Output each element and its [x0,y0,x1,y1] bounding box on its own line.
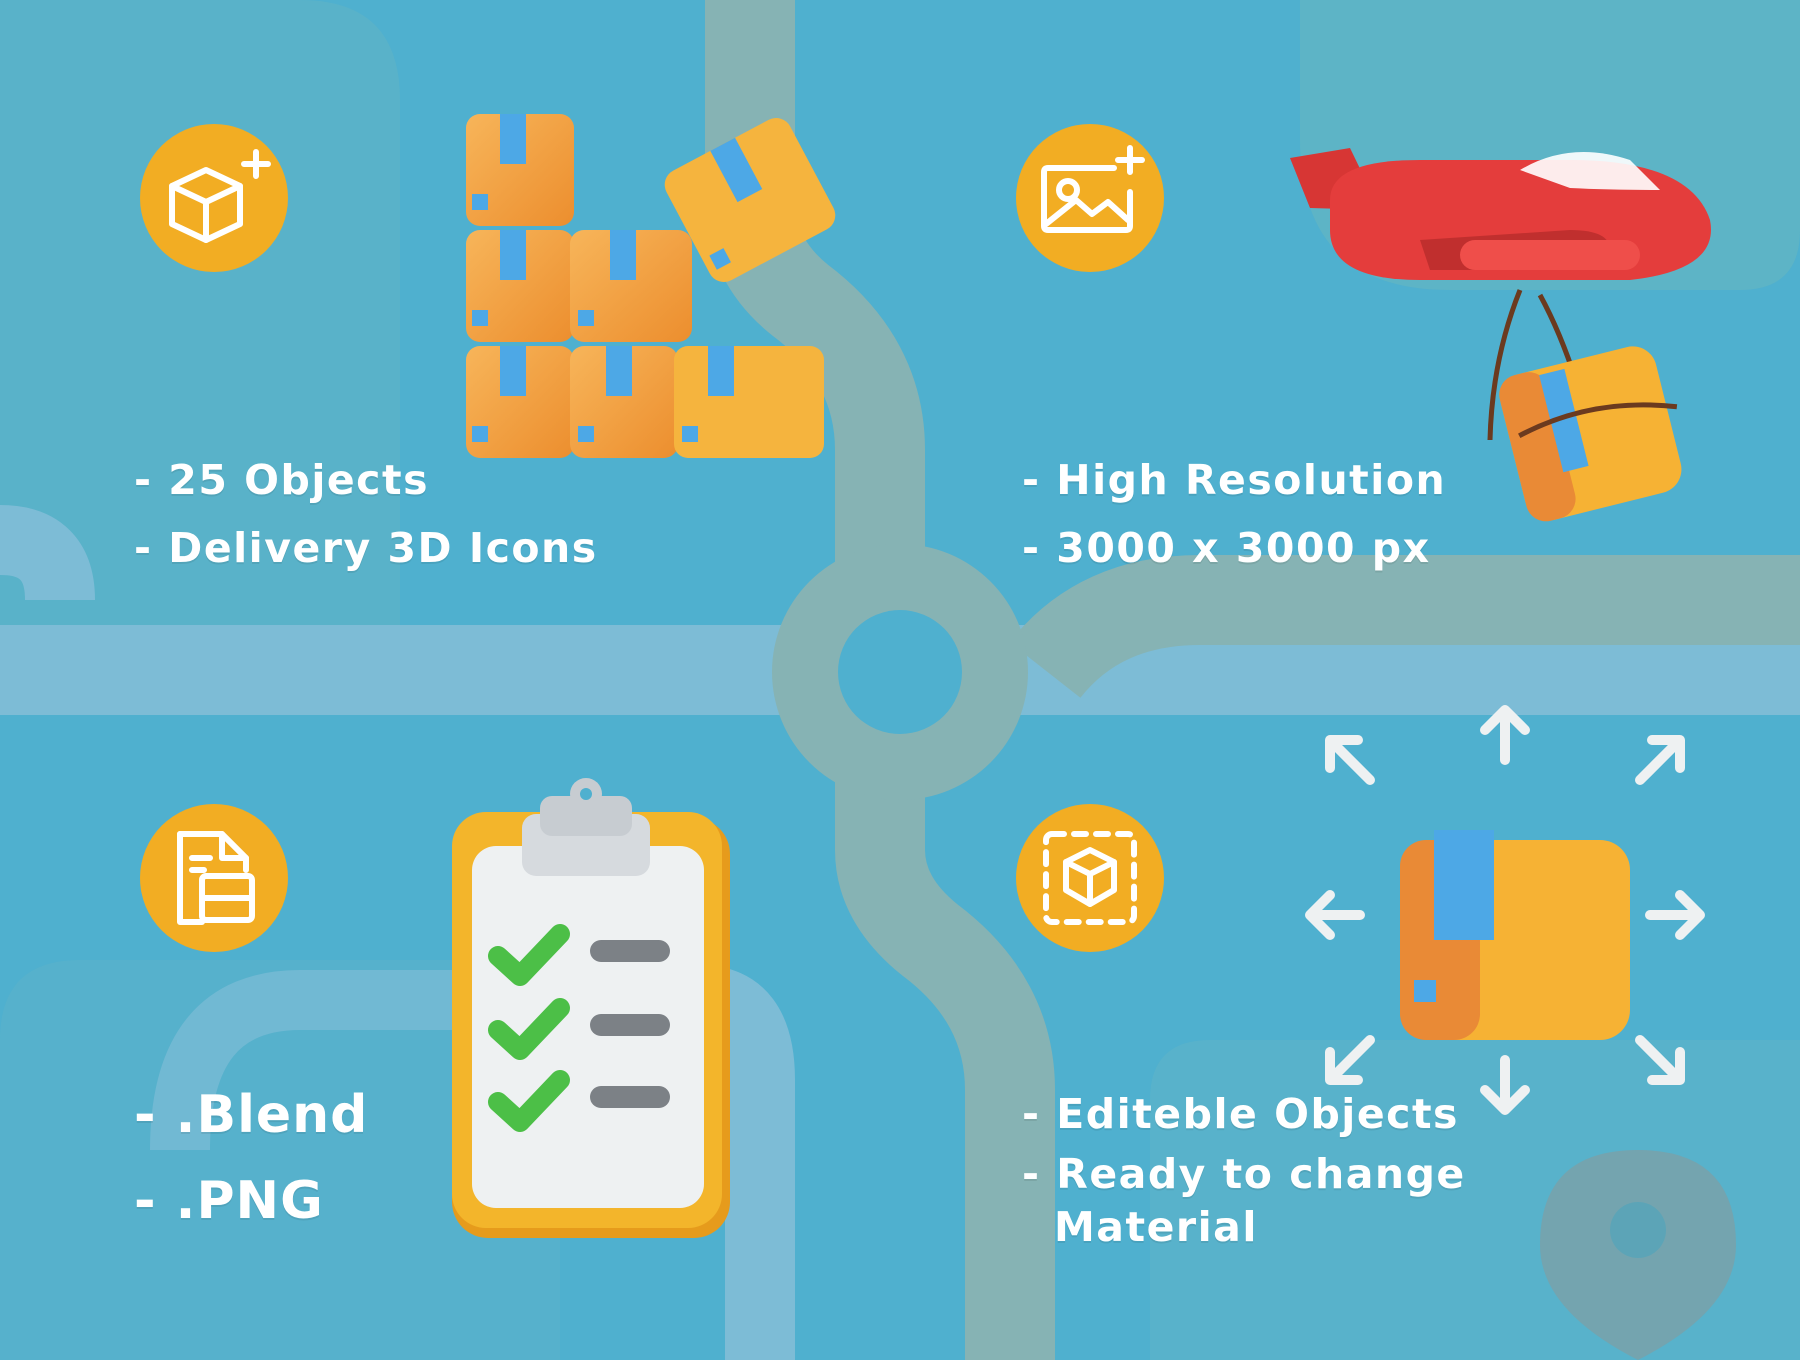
airplane-parcel-icon [1290,148,1711,522]
editable-change-line: - Ready to change [1022,1150,1466,1198]
resolution-size-line: - 3000 x 3000 px [1022,524,1431,572]
resolution-quality-line: - High Resolution [1022,456,1447,504]
stacked-boxes-icon [466,114,836,458]
resolution-feature-text: - High Resolution - 3000 x 3000 px [1022,446,1446,582]
editable-material-line: Material [1054,1203,1258,1251]
formats-feature-text: - .Blend - .PNG [134,1072,368,1244]
image-plus-icon [1016,124,1164,272]
editable-objects-line: - Editeble Objects [1022,1090,1459,1138]
format-blend-line: - .Blend [134,1085,369,1145]
cube-select-icon [1016,804,1164,952]
box-scale-arrows-icon [1305,705,1705,1115]
cube-plus-icon [140,124,288,272]
editable-feature-text: - Editeble Objects - Ready to change Mat… [1022,1084,1466,1250]
objects-feature-text: - 25 Objects - Delivery 3D Icons [134,446,598,582]
format-png-line: - .PNG [134,1171,324,1231]
file-icon [140,804,288,952]
objects-type-line: - Delivery 3D Icons [134,524,598,572]
objects-count-line: - 25 Objects [134,456,429,504]
clipboard-checklist-icon [452,778,730,1238]
